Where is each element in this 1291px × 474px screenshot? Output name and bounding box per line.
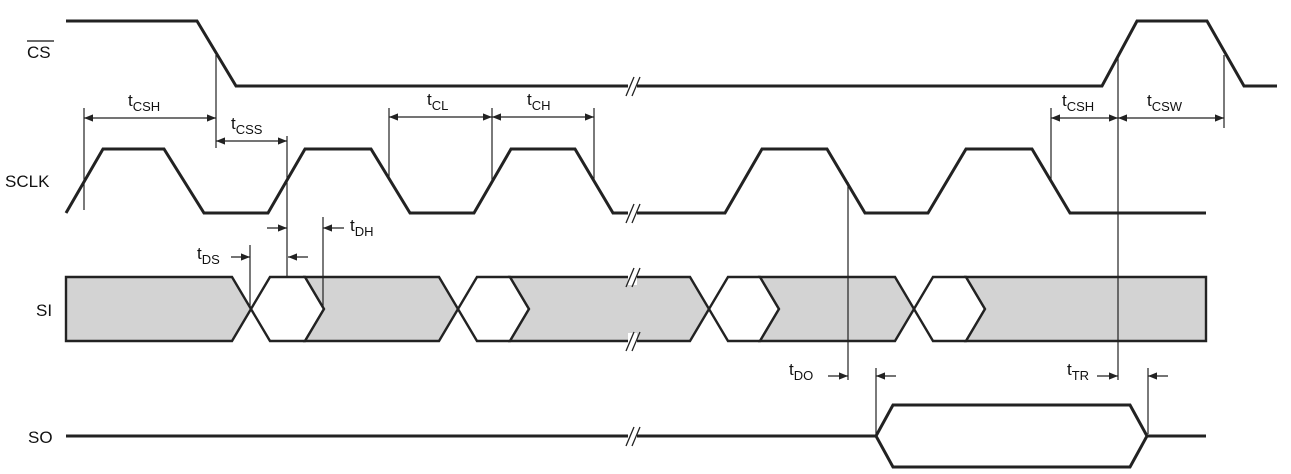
time-break-marks: [625, 76, 641, 447]
tds-label: tDS: [197, 244, 220, 267]
tdo-label: tDO: [789, 360, 813, 383]
si-data-segment: [757, 275, 916, 343]
si-bus: [64, 275, 1208, 343]
cs-label: CS: [27, 40, 54, 62]
si-label: SI: [36, 301, 52, 320]
reference-lines: [83, 55, 1225, 434]
tcl-label: tCL: [427, 90, 448, 113]
tcsw-label: tCSW: [1147, 91, 1183, 114]
svg-text:CS: CS: [27, 43, 51, 62]
tcss-label: tCSS: [231, 114, 263, 137]
sclk-label: SCLK: [5, 172, 50, 191]
tcsh-1-label: tCSH: [128, 91, 160, 114]
sclk-waveform: [64, 147, 1206, 215]
tch-label: tCH: [527, 90, 551, 113]
so-label: SO: [28, 428, 53, 447]
ttr-label: tTR: [1067, 360, 1089, 383]
dimension-arrows: [84, 113, 1224, 380]
si-data-segment: [64, 275, 253, 343]
tcsh-2-label: tCSH: [1062, 91, 1094, 114]
si-data-segment: [507, 275, 711, 343]
si-data-segment: [963, 275, 1208, 343]
si-data-segment: [302, 275, 460, 343]
so-waveform: [66, 403, 1206, 469]
cs-waveform: [66, 19, 1277, 88]
tdh-label: tDH: [350, 216, 374, 239]
